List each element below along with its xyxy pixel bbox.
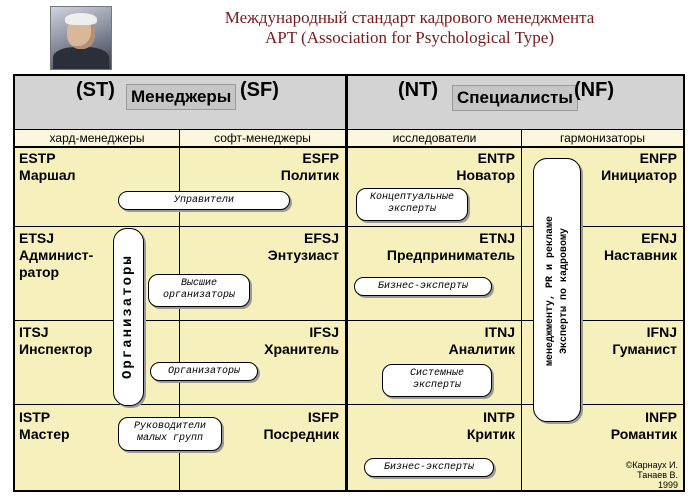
type-cell-etsj: ETSJ Админист- ратор [19, 230, 93, 281]
title-line-2: APT (Association for Psychological Type) [264, 28, 555, 47]
type-code: ETNJ [479, 230, 515, 246]
group-sf: (SF) [240, 79, 279, 101]
divider-col-2 [345, 76, 348, 490]
credit-line: Танаев В. [637, 470, 678, 480]
type-cell-itnj: ITNJ Аналитик [348, 324, 515, 358]
callout-biznes-eksperty-2: Бизнес-эксперты [364, 458, 494, 477]
type-code: INFP [645, 409, 677, 425]
copyright-credit: ©Карнаух И. Танаев В. 1999 [600, 460, 678, 490]
callout-konceptualnye-eksperty: Концептуальные эксперты [356, 188, 468, 221]
title-line-1: Международный стандарт кадрового менеджм… [224, 8, 595, 27]
divider-col-1 [179, 130, 180, 490]
type-code: ESTP [19, 150, 56, 166]
type-code: ETSJ [19, 230, 55, 246]
type-code: ITNJ [484, 324, 515, 340]
callout-sistemnye-eksperty: Системные эксперты [382, 364, 492, 397]
type-name: Новатор [456, 167, 515, 183]
divider-col-3 [521, 130, 522, 490]
callout-vysshie-organizatory: Высшие организаторы [148, 274, 250, 307]
type-name: Маршал [19, 167, 76, 183]
type-name: Хранитель [264, 341, 339, 357]
divider-row-3 [15, 404, 683, 405]
type-cell-intp: INTP Критик [348, 409, 515, 443]
type-name: Инициатор [601, 167, 677, 183]
callout-upraviteli: Управители [118, 191, 290, 210]
type-name: Аналитик [448, 341, 515, 357]
callout-line: эксперты [412, 380, 461, 391]
type-cell-istp: ISTP Мастер [19, 409, 70, 443]
type-code: EFNJ [641, 230, 677, 246]
type-code: ENTP [477, 150, 515, 166]
portrait-photo [50, 6, 112, 70]
type-code: ESFP [302, 150, 339, 166]
diagram-title: Международный стандарт кадрового менеджм… [120, 8, 699, 48]
callout-eksperty-line-2: менеджменту, PR и рекламе [545, 215, 556, 367]
type-name: Посредник [263, 426, 339, 442]
callout-line: Системные [409, 368, 464, 379]
group-nt: (NT) [398, 79, 438, 101]
callout-biznes-eksperty-1: Бизнес-эксперты [354, 277, 492, 296]
callout-rukovoditeli: Руководители малых групп [118, 417, 222, 451]
callout-line: малых групп [136, 433, 203, 444]
group-nf: (NF) [574, 79, 614, 101]
type-cell-efsj: EFSJ Энтузиаст [180, 230, 339, 264]
type-cell-entp: ENTP Новатор [348, 150, 515, 184]
type-name: Мастер [19, 426, 70, 442]
subheader-band [15, 130, 683, 146]
divider-row-2 [15, 320, 683, 321]
type-name-continued: ратор [19, 264, 60, 280]
callout-organizatory-vertical-text: Организаторы [120, 254, 136, 380]
callout-organizatory: Организаторы [150, 362, 258, 381]
type-code: ENFP [639, 150, 677, 166]
type-name: Наставник [603, 247, 677, 263]
type-name: Энтузиаст [267, 247, 339, 263]
subheader-researchers: исследователи [392, 131, 477, 145]
group-st: (ST) [76, 79, 115, 101]
type-code: ISTP [19, 409, 51, 425]
type-cell-etnj: ETNJ Предприниматель [348, 230, 515, 264]
group-managers-label: Менеджеры [126, 84, 237, 110]
type-cell-efnj: EFNJ Наставник [522, 230, 677, 264]
type-code: ISFP [307, 409, 339, 425]
callout-line: Руководители [133, 421, 206, 432]
type-code: ITSJ [19, 324, 49, 340]
type-name: Админист- [19, 247, 94, 263]
callout-line: Высшие [180, 278, 217, 289]
type-code: IFSJ [309, 324, 339, 340]
type-code: IFNJ [646, 324, 677, 340]
type-name: Критик [466, 426, 515, 442]
credit-line: ©Карнаух И. [625, 460, 678, 470]
subheader-hard-managers: хард-менеджеры [49, 131, 145, 145]
credit-line: 1999 [657, 480, 678, 490]
type-name: Инспектор [19, 341, 93, 357]
divider-header [15, 129, 683, 130]
type-cell-esfp: ESFP Политик [180, 150, 339, 184]
type-name: Гуманист [612, 341, 677, 357]
type-cell-enfp: ENFP Инициатор [522, 150, 677, 184]
divider-subheader [15, 146, 683, 148]
subheader-harmonizers: гармонизаторы [560, 131, 645, 145]
type-name: Романтик [610, 426, 677, 442]
type-cell-infp: INFP Романтик [522, 409, 677, 443]
type-cell-estp: ESTP Маршал [19, 150, 76, 184]
callout-organizatory-vertical: Организаторы [113, 228, 144, 406]
callout-eksperty-line-1: Эксперты по кадровому [559, 227, 570, 355]
type-name: Предприниматель [386, 247, 515, 263]
type-cell-itsj: ITSJ Инспектор [19, 324, 92, 358]
type-code: INTP [483, 409, 515, 425]
callout-line: организаторы [162, 290, 235, 301]
type-name: Политик [280, 167, 339, 183]
type-cell-isfp: ISFP Посредник [180, 409, 339, 443]
type-cell-ifsj: IFSJ Хранитель [180, 324, 339, 358]
group-specialists-label: Специалисты [452, 85, 578, 111]
divider-row-1 [15, 226, 683, 227]
callout-line: Концептуальные [369, 192, 454, 203]
callout-eksperty-vertical: Эксперты по кадровому менеджменту, PR и … [533, 158, 581, 422]
type-code: EFSJ [303, 230, 339, 246]
callout-line: эксперты [387, 204, 436, 215]
subheader-soft-managers: софт-менеджеры [214, 131, 311, 145]
type-cell-ifnj: IFNJ Гуманист [522, 324, 677, 358]
